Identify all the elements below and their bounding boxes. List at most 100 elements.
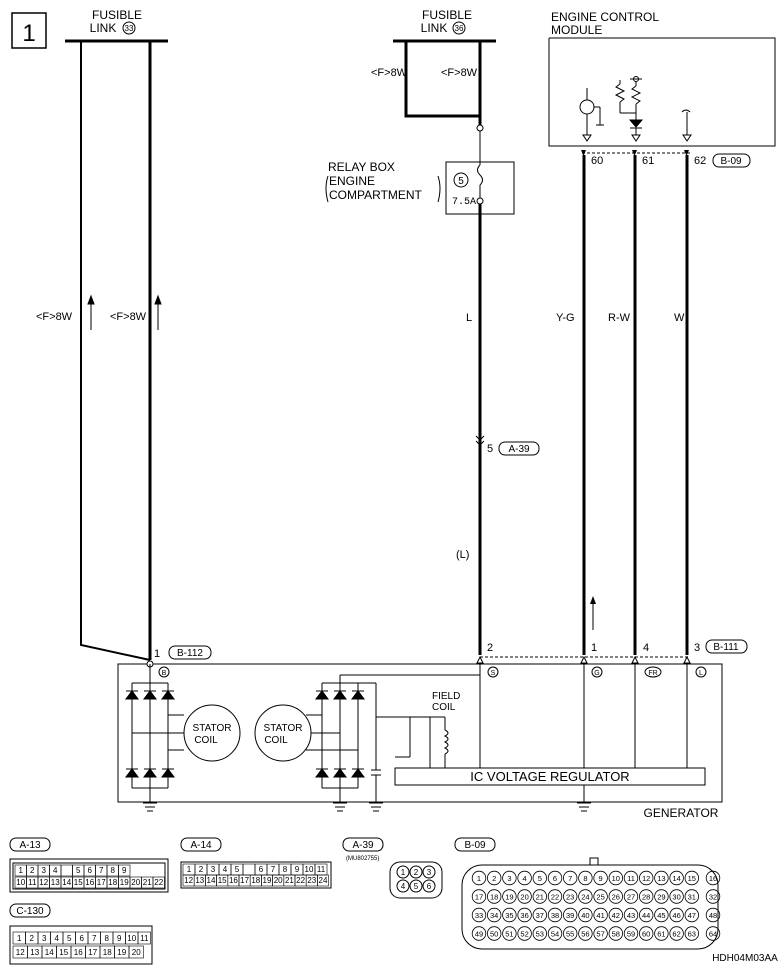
current-arrow-yg bbox=[590, 596, 596, 630]
pin-cell bbox=[654, 926, 669, 941]
wire-label-f8w-1: <F>8W bbox=[36, 311, 73, 323]
svg-text:G: G bbox=[594, 670, 599, 677]
pin-cell bbox=[563, 907, 578, 923]
pin-number: 18 bbox=[490, 893, 498, 902]
pin-number: 5 bbox=[235, 865, 240, 874]
pin-cell bbox=[502, 907, 517, 923]
pin-number: 4 bbox=[55, 934, 60, 943]
pin-number: 59 bbox=[627, 930, 635, 939]
pin-number: 2 bbox=[492, 874, 496, 883]
svg-text:33: 33 bbox=[125, 24, 134, 33]
pin-number: 2 bbox=[30, 866, 35, 875]
pin-number: 17 bbox=[88, 948, 97, 957]
pin-number: 16 bbox=[229, 876, 238, 885]
pin-number: 1 bbox=[17, 934, 22, 943]
ecm-transistor-icon bbox=[579, 88, 604, 142]
pin-number: 3 bbox=[211, 865, 216, 874]
pin-number: 3 bbox=[427, 868, 432, 877]
pin-number: 16 bbox=[85, 878, 94, 887]
pin-number: 29 bbox=[657, 893, 665, 902]
pin-number: 23 bbox=[307, 876, 316, 885]
svg-text:COMPARTMENT: COMPARTMENT bbox=[329, 188, 423, 202]
pin-cell bbox=[547, 870, 563, 886]
svg-text:L: L bbox=[699, 670, 703, 677]
pin-number: 22 bbox=[551, 893, 559, 902]
pin-number: 30 bbox=[672, 893, 680, 902]
wire-label-f8w-3: <F>8W bbox=[371, 67, 408, 79]
pin-number: 14 bbox=[62, 878, 71, 887]
svg-text:LINK: LINK bbox=[90, 21, 117, 35]
pin-number: 39 bbox=[566, 911, 574, 920]
ecm-resistor-icon bbox=[614, 76, 644, 142]
pin-number: 22 bbox=[154, 878, 163, 887]
svg-text:S: S bbox=[491, 670, 496, 677]
wire-label-RW: R-W bbox=[608, 312, 631, 324]
svg-text:62: 62 bbox=[694, 155, 706, 167]
pin-number: 6 bbox=[88, 866, 93, 875]
pin-number: 13 bbox=[657, 874, 665, 883]
svg-text:FUSIBLE: FUSIBLE bbox=[422, 8, 472, 22]
section-number-box bbox=[11, 12, 47, 49]
pin-cell bbox=[578, 907, 593, 923]
pin-number: 24 bbox=[581, 893, 589, 902]
fusible-link-33: FUSIBLE LINK 33 bbox=[65, 8, 168, 43]
pin-cell bbox=[639, 870, 654, 886]
pin-number: 4 bbox=[523, 874, 527, 883]
pin-number: 15 bbox=[59, 948, 68, 957]
pin-cell bbox=[654, 870, 669, 886]
pin-number: 53 bbox=[536, 930, 544, 939]
wire-label-L-paren: (L) bbox=[456, 549, 469, 561]
pin-number: 21 bbox=[143, 878, 152, 887]
pin-number: 55 bbox=[566, 930, 574, 939]
pin-cell bbox=[705, 907, 721, 923]
pin-cell bbox=[669, 907, 684, 923]
pin-number: 40 bbox=[581, 911, 589, 920]
stator-coil-2: STATOR COIL bbox=[254, 704, 312, 762]
svg-text:A-13: A-13 bbox=[19, 840, 41, 851]
pin-number: 2 bbox=[414, 868, 419, 877]
pin-number: 14 bbox=[207, 876, 216, 885]
current-arrows-fl33 bbox=[87, 294, 162, 330]
pin-number: 17 bbox=[240, 876, 249, 885]
pin-cell bbox=[669, 870, 684, 886]
pin-cell bbox=[471, 907, 487, 923]
svg-text:ENGINE CONTROL: ENGINE CONTROL bbox=[551, 10, 659, 24]
wire-label-YG: Y-G bbox=[556, 312, 575, 324]
fusible-link-36: FUSIBLE LINK 36 bbox=[393, 8, 496, 43]
svg-text:4: 4 bbox=[643, 642, 649, 654]
svg-text:COIL: COIL bbox=[264, 735, 288, 746]
pin-number: 6 bbox=[80, 934, 85, 943]
pin-number: 28 bbox=[642, 893, 650, 902]
pin-number: 12 bbox=[39, 878, 48, 887]
fuse-icon bbox=[476, 124, 484, 205]
relay-fuse-number: 5 bbox=[458, 176, 464, 187]
svg-text:A-14: A-14 bbox=[190, 840, 212, 851]
pin-number: 8 bbox=[583, 874, 587, 883]
svg-text:36: 36 bbox=[455, 24, 464, 33]
pin-number: 21 bbox=[285, 876, 294, 885]
pin-number: 42 bbox=[612, 911, 620, 920]
pin-number: 21 bbox=[536, 893, 544, 902]
pin-number: 11 bbox=[28, 878, 37, 887]
pin-number: 58 bbox=[612, 930, 620, 939]
relay-fuse-rating: 7.5A bbox=[452, 197, 476, 208]
pin-number: 10 bbox=[127, 934, 136, 943]
pin-number: 3 bbox=[42, 866, 47, 875]
pin-number: 24 bbox=[319, 876, 328, 885]
pin-number: 26 bbox=[612, 893, 620, 902]
pin-number: 9 bbox=[117, 934, 122, 943]
pin-number: 2 bbox=[199, 865, 204, 874]
pin-cell bbox=[532, 907, 548, 923]
connector-a39-label: A-39 bbox=[508, 444, 530, 455]
pin-cell bbox=[60, 864, 73, 877]
pin-cell bbox=[409, 879, 423, 893]
pin-number: 36 bbox=[520, 911, 528, 920]
pin-number: 13 bbox=[30, 948, 39, 957]
pin-number: 43 bbox=[627, 911, 635, 920]
pin-cell bbox=[517, 907, 532, 923]
pin-number: 63 bbox=[688, 930, 696, 939]
pin-number: 50 bbox=[490, 930, 498, 939]
